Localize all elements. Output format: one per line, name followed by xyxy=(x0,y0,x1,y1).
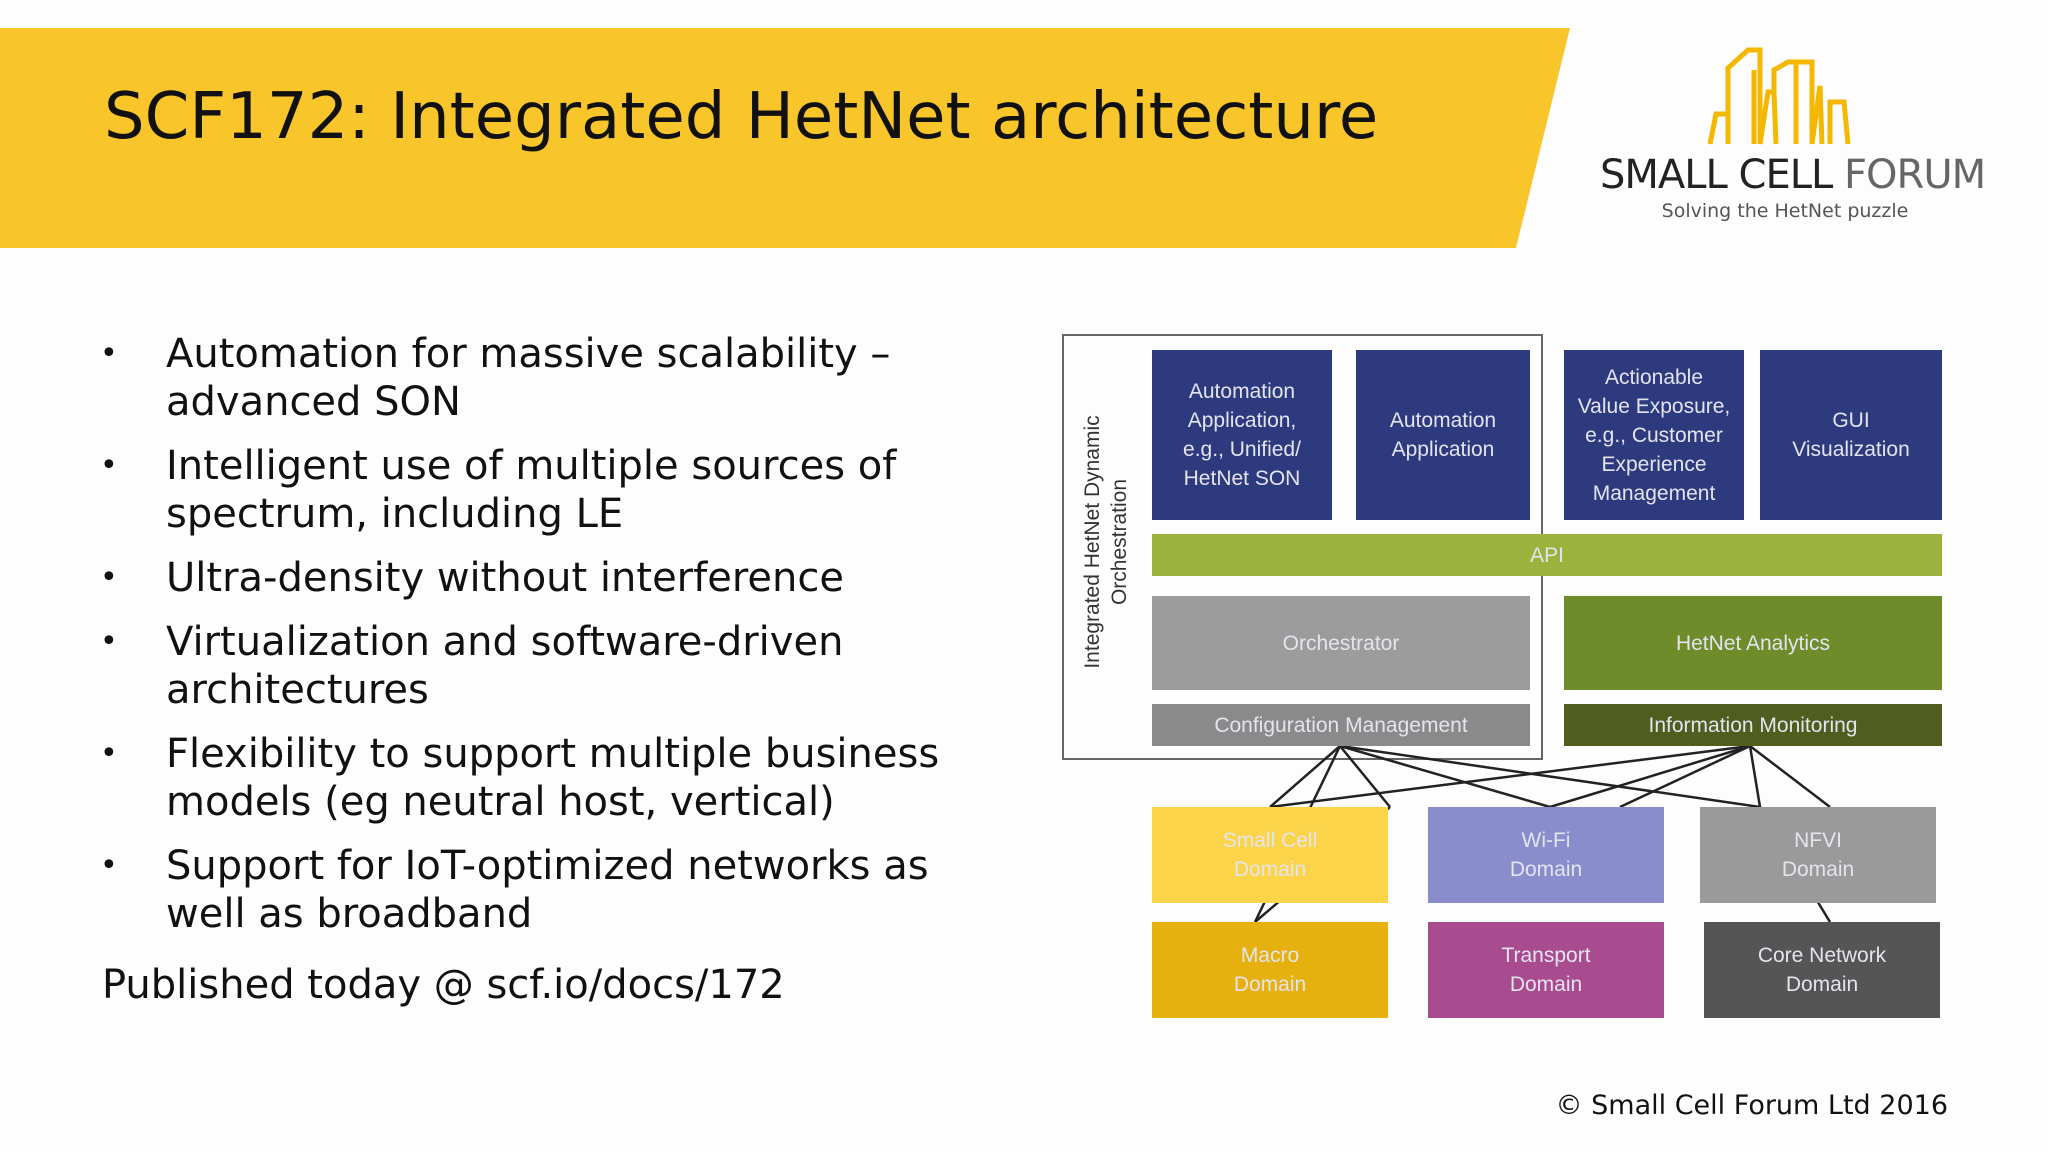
bullet-marker: • xyxy=(100,336,118,371)
block-label-line: Transport xyxy=(1501,944,1591,967)
copyright-notice: © Small Cell Forum Ltd 2016 xyxy=(1555,1090,1948,1121)
orchestrator-block: Orchestrator xyxy=(1152,596,1530,690)
bullet-item: • Flexibility to support multiple busines… xyxy=(100,730,1000,826)
published-note: Published today @ scf.io/docs/172 xyxy=(102,962,785,1008)
bullet-list: • Automation for massive scalability –adv… xyxy=(100,330,1000,954)
title-banner xyxy=(0,28,1570,248)
block-label-line: Wi-Fi xyxy=(1521,829,1571,852)
side-label-line-1: Integrated HetNet Dynamic xyxy=(1081,415,1104,669)
configuration-management-block: Configuration Management xyxy=(1152,704,1530,746)
block-label-line: Domain xyxy=(1509,973,1583,996)
block-label-line: Visualization xyxy=(1792,438,1910,461)
bullet-text-line: Automation for massive scalability – xyxy=(166,331,891,377)
block-label-line: HetNet SON xyxy=(1183,467,1301,490)
information-monitoring-block: Information Monitoring xyxy=(1564,704,1942,746)
orchestration-side-label: Integrated HetNet Dynamic Orchestration xyxy=(1066,330,1146,754)
block-label-line: Application xyxy=(1391,438,1495,461)
logo-tagline: Solving the HetNet puzzle xyxy=(1661,200,1909,222)
block-label-line: Application, xyxy=(1187,409,1297,432)
block-label-line: API xyxy=(1530,543,1564,567)
block-label-line: GUI xyxy=(1832,409,1870,432)
bullet-text-line: architectures xyxy=(166,667,429,713)
api-block: API xyxy=(1152,534,1942,576)
block-label-line: Value Exposure, xyxy=(1577,394,1731,418)
city-skyline-icon xyxy=(1707,47,1851,145)
bullet-text-line: spectrum, including LE xyxy=(166,491,624,537)
block-label-line: Information Monitoring xyxy=(1648,713,1858,737)
block-label-line: Automation xyxy=(1188,380,1296,403)
block-label-line: Domain xyxy=(1781,858,1855,881)
block-label-line: e.g., Unified/ xyxy=(1183,438,1301,461)
bullet-text-line: Support for IoT-optimized networks as xyxy=(166,843,929,889)
block-label-line: Experience xyxy=(1601,452,1707,476)
bullet-text-line: Flexibility to support multiple business xyxy=(166,731,940,777)
block-label-line: Small Cell xyxy=(1222,829,1318,852)
block-label-line: HetNet Analytics xyxy=(1675,631,1831,655)
block-label-line: e.g., Customer xyxy=(1585,423,1723,447)
bullet-marker: • xyxy=(100,848,118,883)
bullet-marker: • xyxy=(100,560,118,595)
hetnet-analytics-block: HetNet Analytics xyxy=(1564,596,1942,690)
bullet-text-line: Virtualization and software-driven xyxy=(166,619,844,665)
bullet-item: • Ultra-density without interference xyxy=(100,554,1000,602)
bullet-text-line: Intelligent use of multiple sources of xyxy=(166,443,897,489)
logo-name: SMALL CELL FORUM xyxy=(1600,152,1986,198)
block-label-line: Core Network xyxy=(1757,944,1887,967)
nfvi-domain-block: NFVI Domain xyxy=(1700,807,1936,903)
logo-name-bold: SMALL CELL xyxy=(1600,152,1833,198)
logo-name-light: FORUM xyxy=(1832,152,1986,198)
bullet-marker: • xyxy=(100,736,118,771)
block-label-line: Domain xyxy=(1785,973,1859,996)
bullet-marker: • xyxy=(100,624,118,659)
banner-shape xyxy=(0,28,1570,248)
bullet-text-line: advanced SON xyxy=(166,379,461,425)
page-title: SCF172: Integrated HetNet architecture xyxy=(104,80,1379,154)
block-label-line: Domain xyxy=(1233,858,1307,881)
small-cell-forum-logo: SMALL CELL FORUM Solving the HetNet puzz… xyxy=(1600,40,1986,240)
bullet-item: • Automation for massive scalability –adv… xyxy=(100,330,1000,426)
block-label-line: Configuration Management xyxy=(1214,713,1468,737)
block-label-line: NFVI xyxy=(1794,829,1842,852)
block-label-line: Actionable xyxy=(1604,365,1704,389)
block-label-line: Orchestrator xyxy=(1282,631,1400,655)
block-label-line: Automation xyxy=(1389,409,1497,432)
block-label-line: Domain xyxy=(1509,858,1583,881)
bullet-marker: • xyxy=(100,448,118,483)
bullet-text-line: Ultra-density without interference xyxy=(166,555,844,601)
bullet-text-line: models (eg neutral host, vertical) xyxy=(166,779,835,825)
block-label-line: Macro xyxy=(1240,944,1300,967)
bullet-text-line: well as broadband xyxy=(166,891,533,937)
side-label-line-2: Orchestration xyxy=(1108,478,1131,606)
block-label-line: Domain xyxy=(1233,973,1307,996)
block-label-line: Management xyxy=(1592,481,1716,505)
gui-visualization-block: GUI Visualization xyxy=(1760,350,1942,520)
